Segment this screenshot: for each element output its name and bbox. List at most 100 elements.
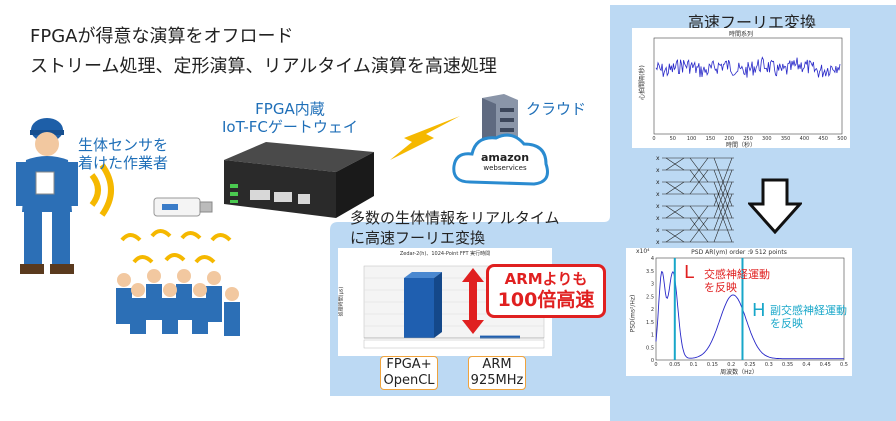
time-series-xlabel: 時間（秒） xyxy=(725,142,756,149)
butterfly-cross xyxy=(713,169,733,219)
psd-title: PSD AR(ym) order :9 512 points xyxy=(691,249,787,256)
h-annotation-line-2: を反映 xyxy=(770,317,803,330)
psd-ytick-label: 4 xyxy=(651,256,654,262)
butterfly-cross xyxy=(713,193,733,243)
headline-line-1: FPGAが得意な演算をオフロード xyxy=(30,26,294,47)
gateway-label-line-1: FPGA内蔵 xyxy=(255,100,325,118)
psd-xtick-label: 0.2 xyxy=(727,362,735,368)
psd-ytick-label: 0.5 xyxy=(646,345,654,351)
worker-label-line-1: 生体センサを xyxy=(78,136,169,154)
butterfly-cross xyxy=(689,217,709,243)
down-arrow-icon xyxy=(748,178,802,234)
butterfly-input-label: x xyxy=(656,215,660,222)
butterfly-cross xyxy=(665,181,685,195)
time-xtick-label: 0 xyxy=(652,136,655,142)
time-series-line xyxy=(655,56,841,78)
arm-label-line-1: ARM xyxy=(482,357,512,372)
psd-xtick-label: 0.15 xyxy=(707,362,718,368)
l-annotation-line-2: を反映 xyxy=(704,281,737,294)
psd-ytick-label: 1.5 xyxy=(646,320,654,326)
headline-line-2: ストリーム処理、定形演算、リアルタイム演算を高速処理 xyxy=(30,56,497,77)
fft-title: 高速フーリエ変換 xyxy=(688,13,817,32)
l-marker: L xyxy=(684,262,695,283)
realtime-text-line-2: に高速フーリエ変換 xyxy=(350,229,486,247)
time-series-title: 時間系列 xyxy=(728,31,753,38)
chart-bar-side xyxy=(434,272,442,338)
psd-exponent: x10⁴ xyxy=(636,248,650,255)
butterfly-input-label: x xyxy=(656,179,660,186)
butterfly-cross xyxy=(713,181,733,231)
psd-ytick-label: 2 xyxy=(651,307,654,313)
arm-label-line-2: 925MHz xyxy=(470,373,524,388)
aws-logo: amazon webservices xyxy=(480,152,530,174)
realtime-text: 多数の生体情報をリアルタイム に高速フーリエ変換 xyxy=(350,208,560,248)
psd-xtick-label: 0.4 xyxy=(802,362,810,368)
psd-xtick-label: 0.25 xyxy=(744,362,755,368)
psd-plot: x10⁴ PSD AR(ym) order :9 512 points PSD(… xyxy=(626,248,852,376)
gateway-label-line-2: IoT-FCゲートウェイ xyxy=(222,118,358,136)
time-xtick-label: 150 xyxy=(706,136,716,142)
psd-xlabel: 周波数（Hz） xyxy=(720,369,758,376)
butterfly-input-label: x xyxy=(656,167,660,174)
l-annotation: 交感神経運動 を反映 xyxy=(704,268,770,294)
psd-xtick-label: 0.5 xyxy=(840,362,848,368)
chart-bar-top xyxy=(404,272,442,278)
psd-xtick-label: 0 xyxy=(654,362,657,368)
butterfly-cross xyxy=(713,157,733,207)
gateway-label: FPGA内蔵 IoT-FCゲートウェイ xyxy=(222,100,358,136)
speedup-callout-line-2: 100倍高速 xyxy=(497,289,595,311)
psd-xtick-label: 0.3 xyxy=(765,362,773,368)
psd-ytick-label: 3 xyxy=(651,282,654,288)
worker-label-line-2: 着けた作業者 xyxy=(78,154,169,172)
butterfly-input-label: x xyxy=(656,227,660,234)
gateway-device-icon xyxy=(224,142,374,218)
psd-xtick-label: 0.1 xyxy=(690,362,698,368)
chart-data-table xyxy=(363,339,545,349)
butterfly-cross xyxy=(665,205,685,219)
fpga-label-line-2: OpenCL xyxy=(383,373,435,388)
butterfly-input-label: x xyxy=(656,191,660,198)
time-xtick-label: 350 xyxy=(781,136,791,142)
usb-sensor-icon xyxy=(153,197,213,217)
psd-plot-frame xyxy=(655,257,845,361)
cloud-label: クラウド xyxy=(526,100,587,118)
butterfly-cross xyxy=(689,205,709,231)
butterfly-input-label: x xyxy=(656,155,660,162)
psd-ytick-label: 1 xyxy=(651,333,654,339)
h-marker: H xyxy=(752,300,766,321)
butterfly-cross xyxy=(689,157,709,183)
wireless-signal-icon xyxy=(89,163,114,217)
psd-ytick-label: 3.5 xyxy=(646,269,654,275)
butterfly-cross xyxy=(665,229,685,243)
time-xtick-label: 200 xyxy=(724,136,734,142)
butterfly-cross xyxy=(665,157,685,171)
worker-icon xyxy=(16,118,78,274)
cloud-icon xyxy=(452,133,549,186)
psd-ytick-label: 2.5 xyxy=(646,294,654,300)
l-annotation-line-1: 交感神経運動 xyxy=(704,268,770,281)
time-xtick-label: 400 xyxy=(800,136,810,142)
chart-bar xyxy=(480,335,520,339)
fpga-label-line-1: FPGA+ xyxy=(386,357,432,372)
psd-xtick-label: 0.45 xyxy=(820,362,831,368)
butterfly-input-label: x xyxy=(656,203,660,210)
aws-logo-sub: webservices xyxy=(483,164,527,172)
time-xtick-label: 500 xyxy=(837,136,847,142)
worker-group-icon xyxy=(116,229,240,336)
speedup-arrow-icon xyxy=(462,268,484,334)
psd-xtick-label: 0.05 xyxy=(669,362,680,368)
h-annotation: 副交感神経運動 を反映 xyxy=(770,304,847,330)
chart-bar xyxy=(404,278,434,338)
fpga-label: FPGA+ OpenCL xyxy=(380,356,438,390)
time-xtick-label: 50 xyxy=(670,136,676,142)
speedup-callout-line-1: ARMよりも xyxy=(504,270,588,288)
time-xtick-label: 300 xyxy=(762,136,772,142)
psd-xtick-label: 0.35 xyxy=(782,362,793,368)
aws-logo-main: amazon xyxy=(480,151,530,164)
h-annotation-line-1: 副交感神経運動 xyxy=(770,304,847,317)
time-xtick-label: 250 xyxy=(743,136,753,142)
time-xtick-label: 450 xyxy=(818,136,828,142)
